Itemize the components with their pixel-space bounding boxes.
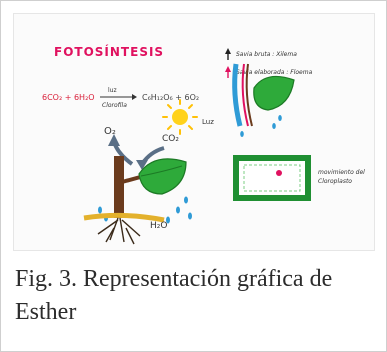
- photosynthesis-drawing: FOTOSÍNTESIS 6CO₂ + 6H₂O luz Clorofila C…: [13, 13, 375, 251]
- legend-phloem: Savia elaborada : Floema: [236, 69, 313, 76]
- nucleus-icon: [276, 170, 282, 176]
- equation-arrow-bottom: Clorofila: [102, 102, 127, 109]
- stem-detail: [232, 63, 295, 137]
- water-drops-icon: [98, 196, 192, 224]
- ground-roots: [83, 212, 165, 245]
- equation-right: C₆H₁₂O₆ + 6O₂: [142, 93, 199, 102]
- o2-arrowhead: [108, 134, 120, 146]
- equation-left: 6CO₂ + 6H₂O: [42, 93, 95, 102]
- chloroplast-label-2: Cloroplasto: [318, 178, 352, 185]
- h2o-label: H₂O: [150, 221, 167, 231]
- drawing-svg: FOTOSÍNTESIS 6CO₂ + 6H₂O luz Clorofila C…: [42, 44, 365, 245]
- equation-arrowhead: [132, 94, 137, 100]
- drawing-title: FOTOSÍNTESIS: [54, 44, 164, 59]
- chloroplast-label-1: movimiento del: [318, 169, 365, 176]
- equation-arrow-top: luz: [108, 87, 117, 94]
- co2-label: CO₂: [162, 134, 179, 144]
- figure-caption: Fig. 3. Representación gráfica de Esther: [15, 266, 333, 325]
- co2-arrowhead: [136, 160, 148, 170]
- sun-label: Luz: [202, 118, 214, 126]
- stem-leaf-icon: [253, 75, 295, 111]
- chloroplast-cell: [233, 155, 311, 201]
- leaf-icon: [138, 158, 187, 195]
- legend-xylem: Savia bruta : Xilema: [236, 51, 297, 58]
- legend: Savia bruta : Xilema Savia elaborada : F…: [225, 48, 313, 78]
- sun-icon: [162, 99, 198, 135]
- o2-label: O₂: [104, 126, 116, 137]
